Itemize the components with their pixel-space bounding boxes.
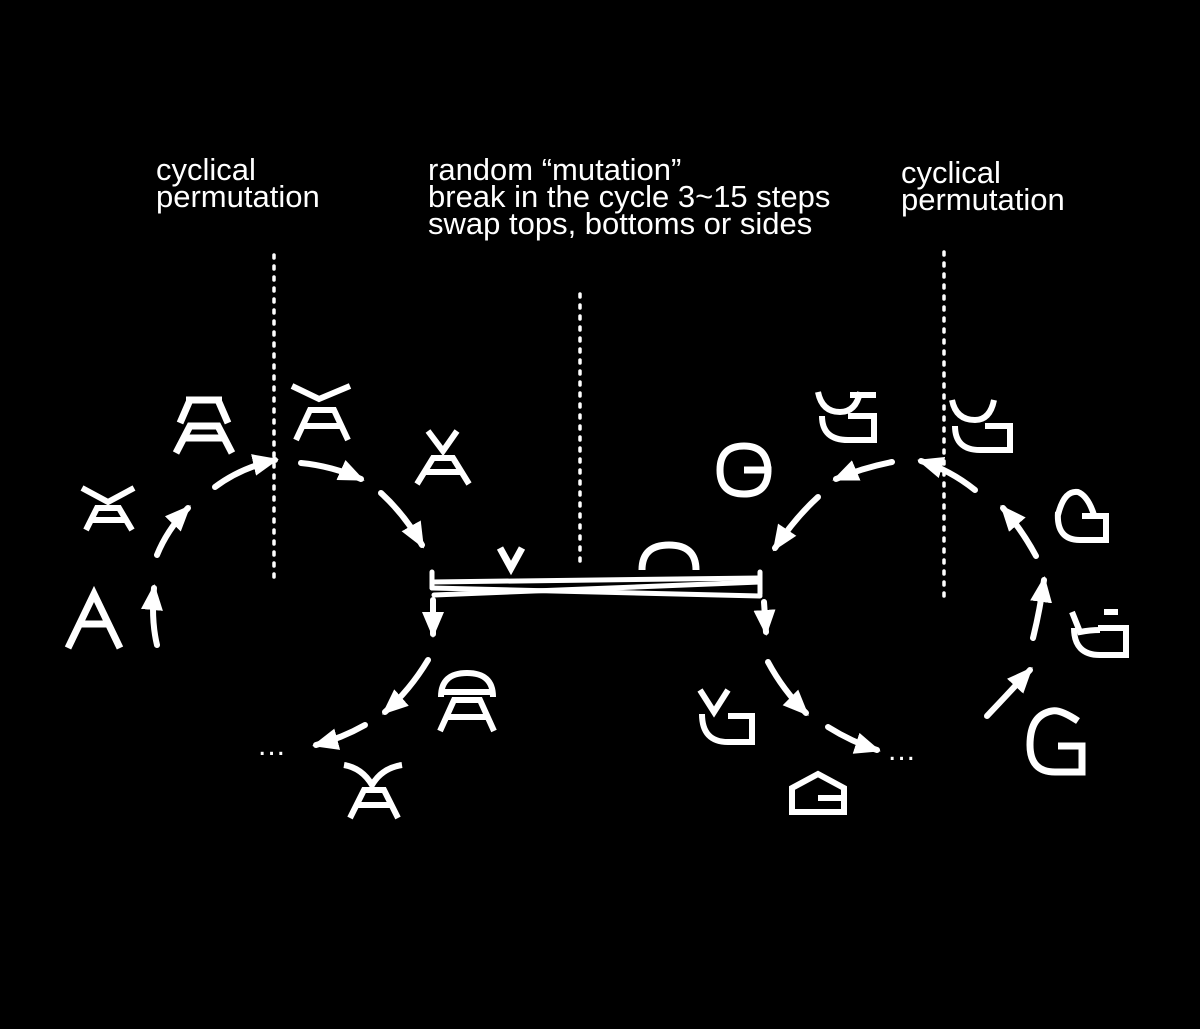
arrow-icon — [765, 659, 809, 716]
arrow-icon — [212, 454, 279, 490]
glyph-g-variant-1 — [1069, 609, 1129, 658]
arrow-icon — [832, 459, 895, 482]
label-random-mutation: random “mutation” break in the cycle 3~1… — [428, 152, 831, 241]
glyph-a-variant-5 — [437, 669, 497, 733]
glyph-a-start — [64, 585, 124, 650]
glyph-mutation-fragment-dome — [638, 541, 700, 571]
arrow-icon — [1000, 504, 1039, 559]
arrow-icon — [917, 457, 978, 493]
label-line: swap tops, bottoms or sides — [428, 206, 813, 241]
glyph-g-end — [1026, 707, 1086, 776]
arrow-icon — [154, 505, 191, 558]
mutation-swap-crossing — [429, 569, 763, 599]
glyph-a-variant-3 — [290, 383, 352, 442]
label-line: break in the cycle 3~15 steps — [428, 179, 831, 214]
label-line: cyclical — [901, 155, 1001, 190]
arrow-icon — [381, 657, 431, 715]
label-line: permutation — [156, 179, 320, 214]
arrow-icon — [753, 599, 776, 636]
glyph-g-variant-3 — [949, 399, 1013, 453]
arrow-icon — [378, 490, 425, 549]
label-line: permutation — [901, 182, 1065, 217]
arrow-icon — [1030, 576, 1052, 641]
ellipsis-left: ... — [258, 729, 286, 762]
label-right-cyclical-permutation: cyclical permutation — [901, 155, 1065, 217]
glyph-a-variant-2 — [172, 396, 236, 455]
glyph-a-variant-1 — [80, 485, 136, 532]
glyph-a-variant-6 — [343, 762, 403, 820]
glyph-a-variant-4 — [414, 429, 472, 486]
arrow-icon — [984, 667, 1033, 719]
glyph-g-variant-7 — [789, 770, 847, 815]
glyph-g-variant-6 — [697, 688, 755, 745]
glyph-g-variant-2 — [1054, 488, 1109, 543]
glyph-g-variant-5 — [716, 442, 772, 498]
label-left-cyclical-permutation: cyclical permutation — [156, 152, 320, 214]
label-line: random “mutation” — [428, 152, 682, 187]
ellipsis-right: ... — [888, 734, 916, 767]
arrow-icon — [298, 459, 365, 482]
glyph-g-variant-4 — [815, 391, 877, 443]
arrow-icon — [825, 724, 881, 754]
arrow-icon — [312, 722, 368, 750]
arrow-icon — [140, 584, 163, 648]
arrow-icon — [772, 494, 821, 552]
glyph-mutation-fragment-v — [496, 546, 526, 576]
label-line: cyclical — [156, 152, 256, 187]
